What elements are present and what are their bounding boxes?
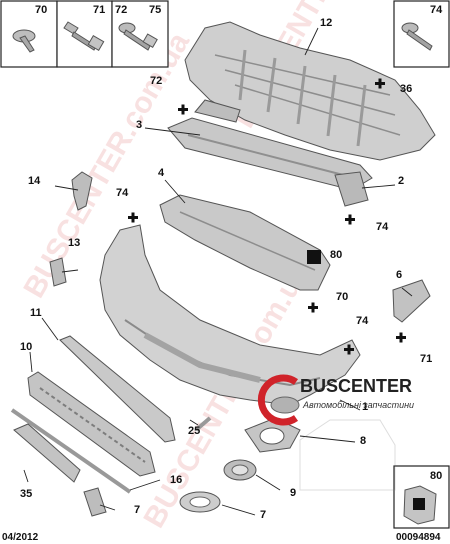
footer-date: 04/2012 (2, 532, 39, 543)
part-11-bracket (49, 257, 67, 287)
box-label-70: 70 (35, 4, 47, 16)
box-label-72: 72 (115, 4, 127, 16)
callout-74-top: 72 (150, 75, 162, 87)
part-13-bezel (179, 491, 221, 513)
callout-6: 6 (396, 269, 402, 281)
brand-c-icon (257, 374, 299, 426)
brand-name: BUSCENTER (300, 376, 412, 396)
callout-3: 3 (136, 119, 142, 131)
callout-2: 2 (398, 175, 404, 187)
box-label-74: 74 (430, 4, 443, 16)
clip-70-icon (12, 29, 36, 53)
header-boxes: 70 71 72 75 (0, 0, 169, 68)
callout-4: 4 (158, 167, 165, 179)
box-72-75 (111, 0, 169, 68)
callout-74-mid: 74 (116, 187, 129, 199)
bolt-71-icon (63, 21, 105, 52)
callout-25: 25 (188, 425, 200, 437)
part-25-strip (194, 416, 212, 432)
part-14-bracket (71, 171, 93, 211)
cross-70 (375, 78, 385, 89)
part-80-bracket (307, 250, 321, 264)
box-71 (56, 0, 113, 68)
callout-1: 1 (362, 401, 368, 413)
callout-36: 7 (134, 504, 140, 516)
vehicle-silhouette (299, 419, 396, 491)
callout-7: 12 (320, 17, 332, 29)
cross-74-right (345, 214, 355, 225)
part-35-lower-grille (13, 423, 81, 483)
callout-74-bottom: 74 (356, 315, 369, 327)
box-74-frame (393, 0, 450, 68)
cross-71 (308, 302, 318, 313)
part-16-trim (10, 408, 132, 494)
box-74: 74 (393, 0, 450, 68)
callout-8: 8 (360, 435, 366, 447)
part-36-cover (83, 487, 107, 517)
part-2-reinforcement (334, 171, 369, 207)
box-label-71: 71 (93, 4, 105, 16)
part-6-bracket (392, 279, 431, 323)
callout-12: 9 (290, 487, 296, 499)
part-3-beam (167, 117, 373, 191)
callout-80: 80 (330, 249, 342, 261)
callout-71: 70 (336, 291, 348, 303)
footer-ref: 00094894 (396, 532, 441, 543)
part-10-strip (59, 335, 176, 443)
callout-72: 71 (420, 353, 432, 365)
part-9-grille (27, 371, 156, 477)
callout-10: 11 (30, 307, 42, 319)
part-80-square (307, 250, 321, 264)
callout-14: 14 (28, 175, 41, 187)
callout-16: 16 (170, 474, 182, 486)
cross-72 (396, 332, 406, 343)
callout-labels: 12 36 72 3 4 2 14 74 74 13 80 6 70 11 74… (20, 17, 432, 521)
callout-13: 7 (260, 509, 266, 521)
bracket-80-icon (403, 485, 437, 525)
callout-74-right: 74 (376, 221, 389, 233)
brand-logo: BUSCENTER Автомобільні запчастини (257, 374, 414, 426)
screw-72-icon (118, 22, 158, 51)
box-label-80: 80 (430, 470, 442, 482)
callout-35: 35 (20, 488, 32, 500)
part-12-fog-lamp (223, 459, 257, 481)
box-80: 80 (393, 465, 450, 529)
part-4-undertray (159, 194, 331, 291)
leader-lines (23, 27, 413, 516)
screw-74-icon (401, 22, 433, 51)
callout-11: 13 (68, 237, 80, 249)
cross-markers (128, 78, 406, 355)
brand-tagline: Автомобільні запчастини (302, 400, 414, 410)
callout-70: 36 (400, 83, 412, 95)
cross-74-mid (128, 212, 138, 223)
box-label-75: 75 (149, 4, 161, 16)
part-absorber-upper (194, 99, 241, 123)
cross-74-top (178, 104, 188, 115)
callout-9: 10 (20, 341, 32, 353)
cross-74-bottom (344, 344, 354, 355)
part-1-bumper-cover (99, 224, 361, 414)
